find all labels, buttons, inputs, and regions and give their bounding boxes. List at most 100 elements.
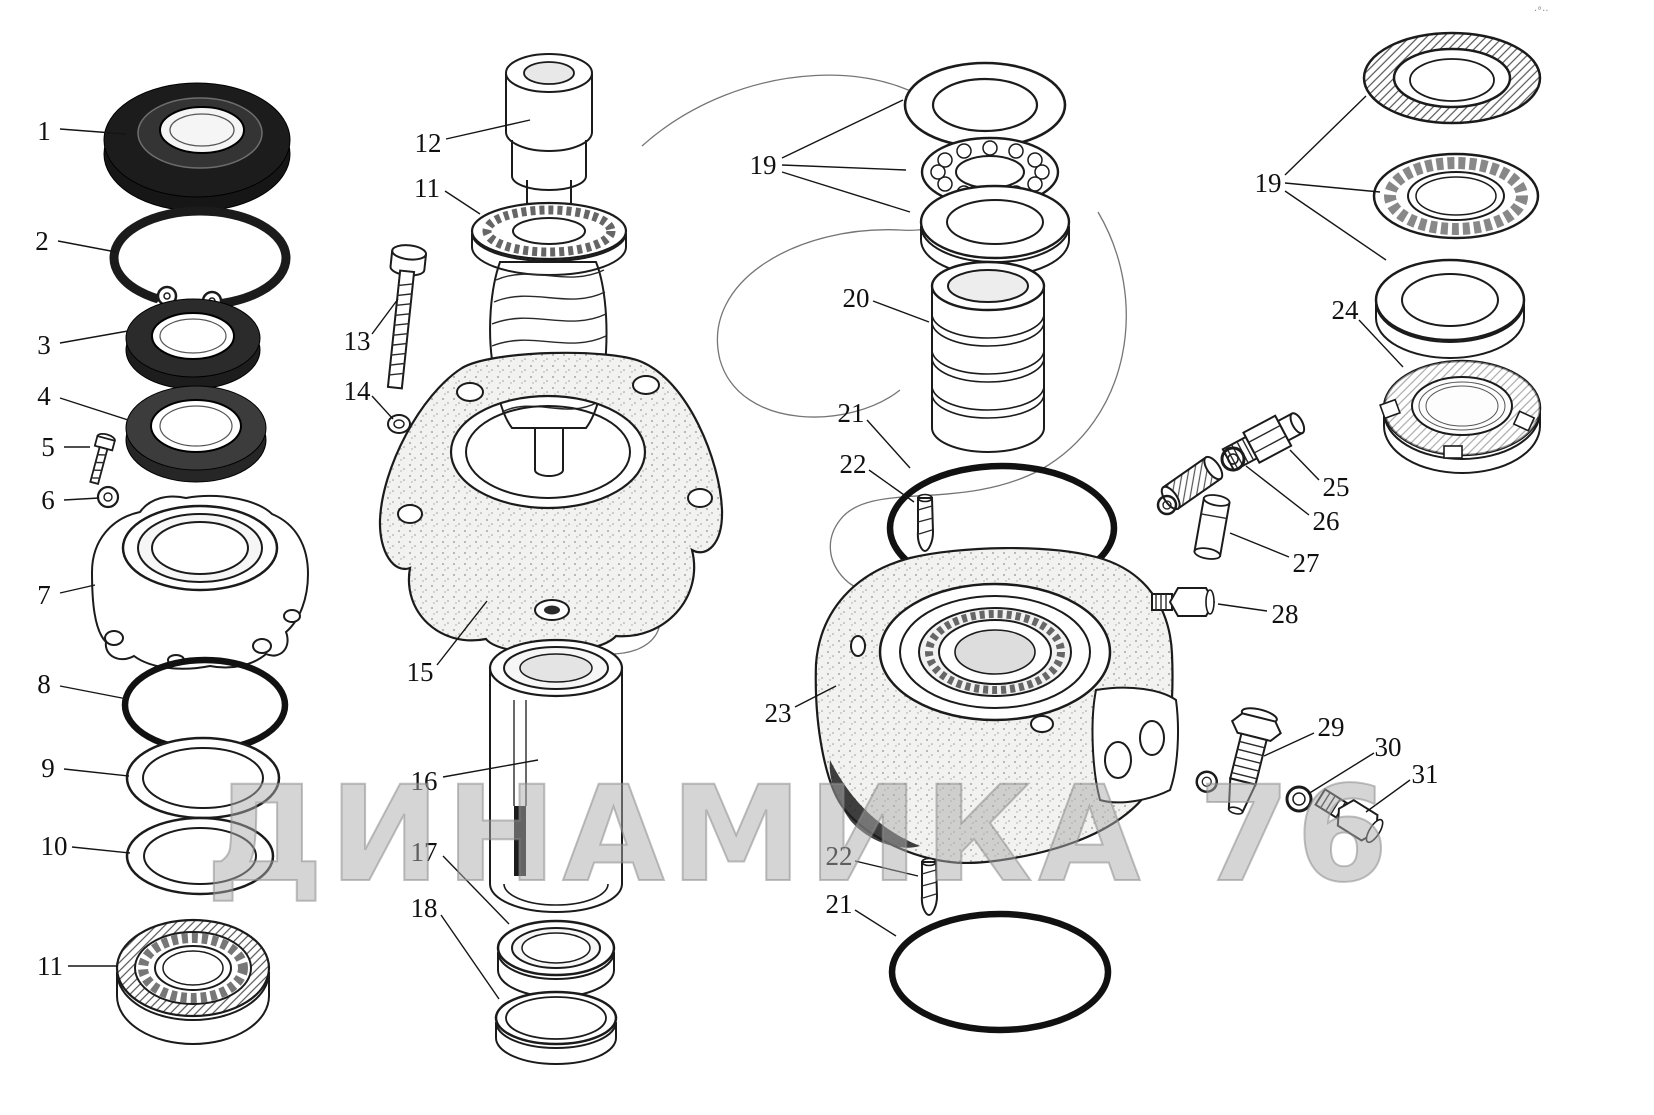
- part-27-valve-spool: [1156, 455, 1231, 560]
- leader-line-8: [59, 685, 128, 700]
- part-29-elbow-fitting: [1195, 707, 1282, 815]
- leader-line-19: [781, 99, 904, 159]
- leader-line-21: [854, 909, 897, 937]
- callout-11: 11: [414, 173, 440, 203]
- leader-line-25: [1289, 449, 1320, 481]
- leader-line-15: [436, 600, 488, 666]
- callout-2: 2: [35, 226, 49, 256]
- part-10-ring: [125, 816, 275, 896]
- leader-line-19: [1284, 190, 1387, 261]
- callout-25: 25: [1323, 472, 1350, 502]
- leader-line-7: [59, 584, 96, 594]
- callout-13: 13: [344, 326, 371, 356]
- callout-26: 26: [1313, 506, 1340, 536]
- leader-line-17: [442, 855, 510, 925]
- callout-8: 8: [37, 669, 51, 699]
- callout-5: 5: [41, 432, 55, 462]
- callout-18: 18: [411, 893, 438, 923]
- callout-3: 3: [37, 330, 51, 360]
- leader-line-9: [63, 768, 130, 777]
- callout-22: 22: [840, 449, 867, 479]
- part-1-seal-cap: [103, 82, 291, 212]
- leader-line-13: [371, 298, 399, 335]
- callout-4: 4: [37, 381, 51, 411]
- leader-line-10: [71, 846, 131, 854]
- leader-line-19: [1284, 182, 1381, 193]
- leader-line-27: [1229, 532, 1290, 558]
- leader-line-22: [854, 860, 919, 877]
- leader-line-31: [1365, 779, 1411, 813]
- leader-line-26: [1245, 465, 1310, 516]
- part-5-bolt: [89, 432, 116, 485]
- leader-line-1: [59, 128, 127, 135]
- callout-6: 6: [41, 485, 55, 515]
- leader-line-30: [1307, 752, 1375, 795]
- corner-mark: ·°··: [1534, 6, 1549, 17]
- callout-15: 15: [407, 657, 434, 687]
- callout-11: 11: [37, 951, 63, 981]
- callout-19: 19: [750, 150, 777, 180]
- callout-22: 22: [826, 841, 853, 871]
- callout-layer: 1234567891011121113141516171819202122232…: [35, 95, 1439, 1000]
- watermark-text: ДИНАМИКА 76: [206, 758, 1394, 912]
- part-19-bearing-stack-middle: [903, 61, 1071, 277]
- callout-29: 29: [1318, 712, 1345, 742]
- part-9-ring: [125, 736, 281, 820]
- callout-9: 9: [41, 753, 55, 783]
- callout-21: 21: [826, 889, 853, 919]
- part-6-washer: [96, 485, 120, 509]
- callout-14: 14: [344, 376, 372, 406]
- part-28-plug: [1151, 587, 1216, 617]
- callout-19: 19: [1255, 168, 1282, 198]
- leader-line-20: [872, 300, 930, 323]
- part-15-housing-flange-plate: [378, 351, 724, 655]
- part-16-cylinder-sleeve: [488, 638, 624, 913]
- leader-line-2: [57, 240, 117, 253]
- leader-line-12: [445, 119, 531, 140]
- callout-20: 20: [843, 283, 870, 313]
- callout-7: 7: [37, 580, 51, 610]
- callout-10: 10: [41, 831, 68, 861]
- leader-line-24: [1358, 319, 1404, 368]
- callout-12: 12: [415, 128, 442, 158]
- part-17-seal-collar: [496, 919, 616, 998]
- part-7-housing-flange: [90, 495, 310, 670]
- part-20-ribbed-bushing: [930, 260, 1046, 453]
- part-12-worm-shaft: [470, 53, 628, 477]
- leader-line-21: [866, 419, 911, 469]
- part-14-lock-washer: [387, 414, 411, 434]
- callout-23: 23: [765, 698, 792, 728]
- leader-line-19: [781, 171, 911, 213]
- part-8-o-ring: [121, 656, 289, 754]
- leader-line-4: [59, 397, 129, 421]
- callout-28: 28: [1272, 599, 1299, 629]
- callout-17: 17: [411, 837, 438, 867]
- part-3-seal-ring: [125, 298, 261, 390]
- leader-line-11: [444, 190, 481, 215]
- leader-line-3: [59, 330, 129, 344]
- part-26-o-ring-small: [1220, 446, 1246, 472]
- part-23-housing-block: [814, 547, 1179, 864]
- leader-line-29: [1263, 732, 1315, 757]
- part-30-washer-ring: [1285, 785, 1313, 813]
- part-13-bolt: [386, 244, 428, 390]
- callout-24: 24: [1332, 295, 1360, 325]
- part-22-pin-bottom: [920, 857, 939, 917]
- leader-line-19: [1284, 95, 1367, 176]
- part-11-bearing-left: [115, 918, 271, 1045]
- leader-line-28: [1217, 603, 1268, 612]
- leader-line-19: [781, 164, 907, 171]
- leader-line-22: [868, 469, 915, 503]
- callout-30: 30: [1375, 732, 1402, 762]
- leader-line-18: [440, 914, 500, 1000]
- callout-31: 31: [1412, 759, 1439, 789]
- part-21-o-ring-bottom: [888, 910, 1112, 1034]
- part-22-pin-top: [916, 493, 935, 553]
- leader-line-23: [794, 685, 837, 708]
- leader-line-14: [371, 395, 394, 420]
- part-24-slotted-nut: [1379, 359, 1542, 474]
- leader-line-6: [63, 497, 100, 501]
- callout-16: 16: [411, 766, 438, 796]
